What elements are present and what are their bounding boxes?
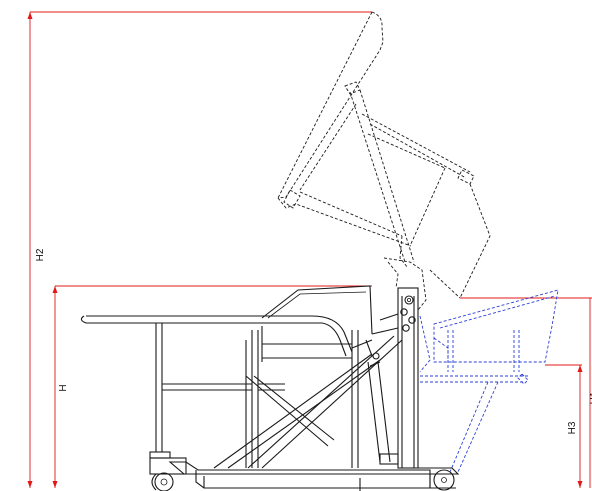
dimension-h1	[460, 297, 592, 488]
tilted-bin-outline	[277, 11, 491, 311]
dimension-h3	[545, 364, 583, 488]
lowered-bin-outline	[419, 289, 559, 473]
dimension-h2	[27, 11, 372, 488]
dimension-h	[52, 285, 372, 488]
dimension-lines	[27, 11, 592, 488]
label-h: H	[58, 384, 69, 391]
lifter-machine	[80, 285, 460, 491]
label-h1: H1	[589, 391, 592, 404]
label-h3: H3	[567, 421, 578, 434]
label-h2: H2	[35, 248, 46, 261]
